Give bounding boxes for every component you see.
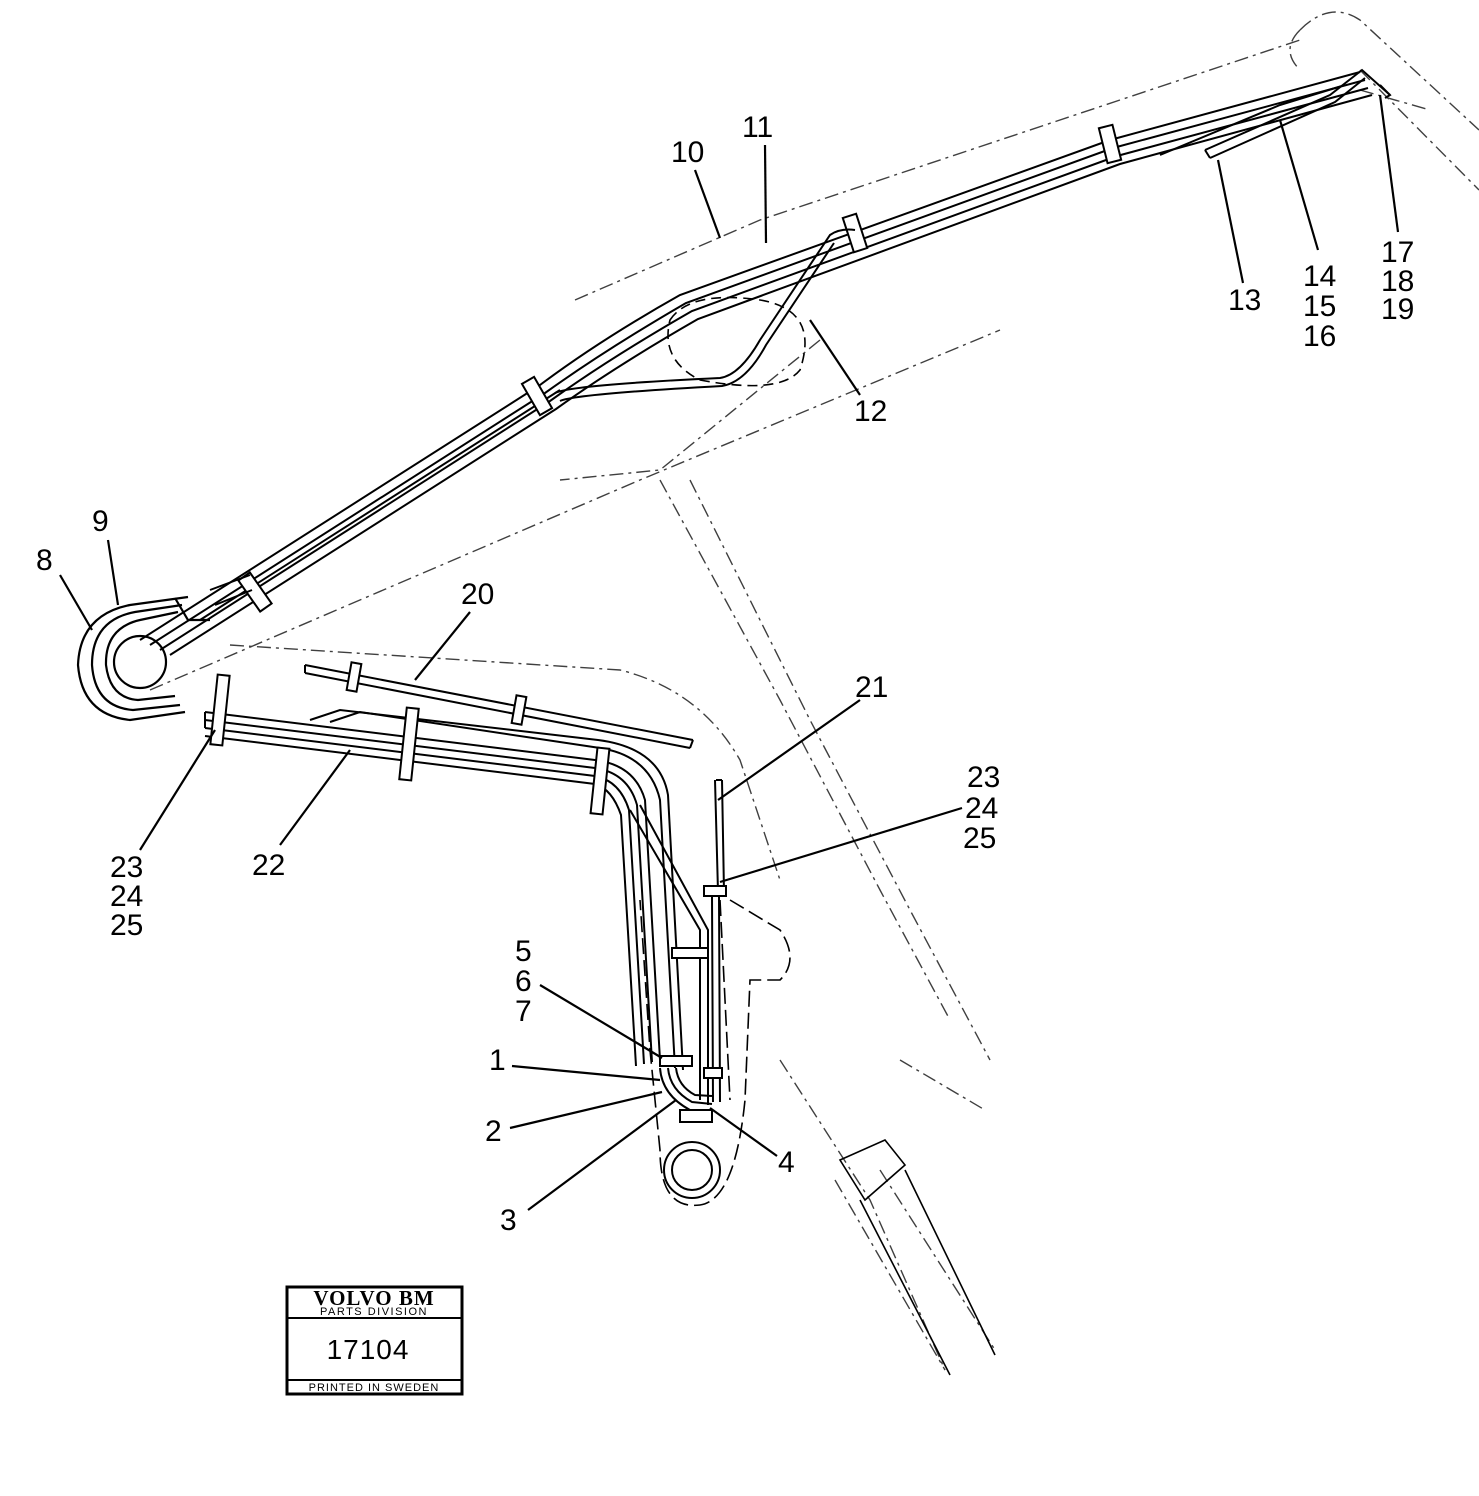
stamp-number: 17104 bbox=[327, 1334, 410, 1365]
callout-23-left: 23 bbox=[110, 851, 143, 884]
machine-outline bbox=[149, 11, 1479, 1371]
stamp-division: PARTS DIVISION bbox=[320, 1306, 428, 1318]
stamp-footer: PRINTED IN SWEDEN bbox=[309, 1382, 440, 1394]
callout-12: 12 bbox=[854, 395, 887, 428]
callout-14: 14 bbox=[1303, 260, 1336, 293]
boom-top-hoses bbox=[1159, 68, 1392, 159]
callout-7: 7 bbox=[515, 995, 532, 1028]
upper-hose-bundle bbox=[139, 71, 1373, 656]
callout-17: 17 bbox=[1381, 236, 1414, 269]
machine-outline-solid bbox=[639, 296, 996, 1376]
callout-1: 1 bbox=[489, 1044, 506, 1077]
callout-11: 11 bbox=[742, 111, 773, 144]
pipe-21 bbox=[703, 779, 727, 1103]
callout-10: 10 bbox=[671, 136, 704, 169]
callout-25-left: 25 bbox=[110, 909, 143, 942]
callout-13: 13 bbox=[1228, 284, 1261, 317]
callout-2: 2 bbox=[485, 1115, 502, 1148]
callout-18: 18 bbox=[1381, 265, 1414, 298]
hose-12-branch bbox=[554, 228, 856, 402]
callout-5: 5 bbox=[515, 935, 532, 968]
callout-4: 4 bbox=[778, 1146, 795, 1179]
callout-21: 21 bbox=[855, 671, 888, 704]
callout-24-left: 24 bbox=[110, 880, 143, 913]
callout-24-right: 24 bbox=[965, 792, 998, 825]
boom-pivot-hose-loop bbox=[76, 595, 210, 722]
stamp-brand: VOLVO BM bbox=[313, 1286, 434, 1310]
callout-labels: 1 2 3 4 5 6 7 8 9 10 11 12 13 14 15 16 1… bbox=[36, 111, 1414, 1237]
leader-lines bbox=[59, 94, 1400, 1211]
callout-8: 8 bbox=[36, 544, 53, 577]
callout-22: 22 bbox=[252, 849, 285, 882]
bottom-fittings bbox=[659, 1067, 721, 1199]
callout-15: 15 bbox=[1303, 290, 1336, 323]
callout-25-right: 25 bbox=[963, 822, 996, 855]
callout-3: 3 bbox=[500, 1204, 517, 1237]
callout-9: 9 bbox=[92, 505, 109, 538]
callout-20: 20 bbox=[461, 578, 494, 611]
callout-16: 16 bbox=[1303, 320, 1336, 353]
volvo-bm-stamp: VOLVO BM PARTS DIVISION 17104 PRINTED IN… bbox=[285, 1285, 464, 1396]
callout-23-right: 23 bbox=[967, 761, 1000, 794]
callout-19: 19 bbox=[1381, 293, 1414, 326]
callout-6: 6 bbox=[515, 965, 532, 998]
pipe-20 bbox=[304, 661, 694, 749]
lower-hose-bundle bbox=[204, 673, 709, 1105]
